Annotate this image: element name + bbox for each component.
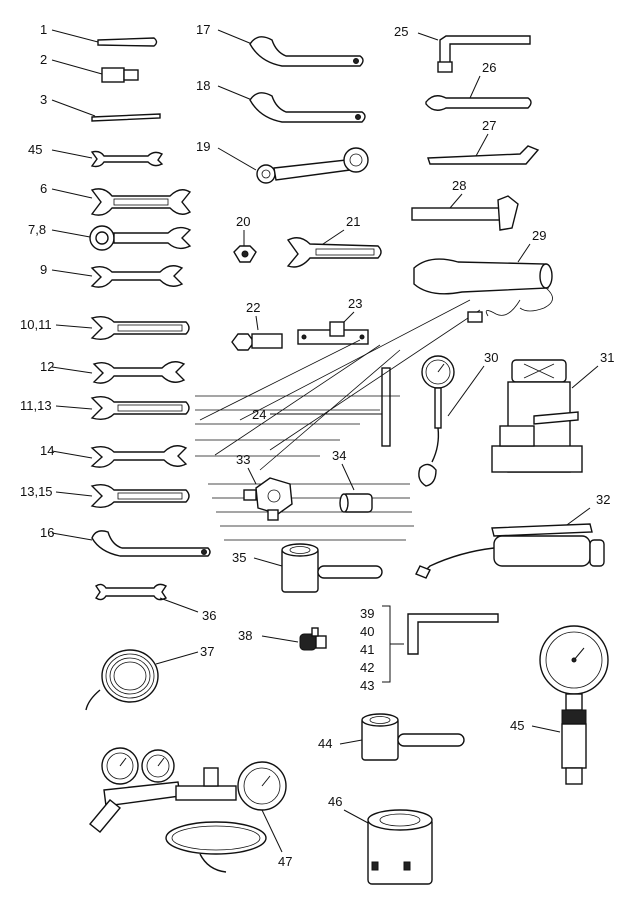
label-21: 21 <box>346 214 360 229</box>
part-31-jack: 31 <box>491 350 614 473</box>
label-31: 31 <box>600 350 614 365</box>
label-7-8: 7,8 <box>28 222 46 237</box>
part-4-5-wrench: 45 <box>28 142 164 168</box>
label-36: 36 <box>202 608 216 623</box>
part-33-fitting: 33 <box>236 452 293 521</box>
part-1-drift: 1 <box>40 22 158 47</box>
label-4-5: 45 <box>28 142 42 157</box>
label-3: 3 <box>40 92 47 107</box>
part-3-blade: 3 <box>40 92 161 122</box>
label-25: 25 <box>394 24 408 39</box>
label-13-15: 13,15 <box>20 484 53 499</box>
part-37-hose-coil: 37 <box>85 644 214 711</box>
label-34: 34 <box>332 448 346 463</box>
part-19-ring-wrench: 19 <box>196 139 369 184</box>
label-2: 2 <box>40 52 47 67</box>
label-39: 39 <box>360 606 374 621</box>
label-27: 27 <box>482 118 496 133</box>
label-33: 33 <box>236 452 250 467</box>
part-47-regulator-set: 47 <box>89 747 292 873</box>
label-19: 19 <box>196 139 210 154</box>
part-36-wrench: 36 <box>95 583 216 623</box>
label-44: 44 <box>318 736 332 751</box>
part-24-t-wrench: 24 <box>252 367 391 447</box>
label-28: 28 <box>452 178 466 193</box>
label-14: 14 <box>40 443 54 458</box>
part-26-spanner: 26 <box>425 60 532 111</box>
label-20: 20 <box>236 214 250 229</box>
label-1: 1 <box>40 22 47 37</box>
part-38-nipple: 38 <box>238 627 327 651</box>
label-9: 9 <box>40 262 47 277</box>
part-32-grease-gun: 32 <box>415 492 610 579</box>
label-17: 17 <box>196 22 210 37</box>
part-2-bolt: 2 <box>40 52 139 83</box>
label-24: 24 <box>252 407 266 422</box>
part-10-11-wrench: 10,11 <box>20 315 190 341</box>
part-35-socket: 35 <box>232 543 383 593</box>
label-45: 45 <box>510 718 524 733</box>
part-39-43-hex-key: 39 40 41 42 43 <box>360 605 499 693</box>
label-37: 37 <box>200 644 214 659</box>
part-6-wrench: 6 <box>40 181 192 216</box>
label-42: 42 <box>360 660 374 675</box>
part-9-wrench: 9 <box>40 262 184 288</box>
part-21-wrench: 21 <box>286 214 382 268</box>
part-20-nut: 20 <box>233 214 257 263</box>
part-16-hook-spanner: 16 <box>40 525 211 557</box>
label-18: 18 <box>196 78 210 93</box>
label-16: 16 <box>40 525 54 540</box>
label-12: 12 <box>40 359 54 374</box>
part-28-hammer: 28 <box>411 178 519 231</box>
label-23: 23 <box>348 296 362 311</box>
label-11-13: 11,13 <box>20 398 52 413</box>
label-40: 40 <box>360 624 374 639</box>
part-7-8-wrench: 7,8 <box>28 222 192 251</box>
part-11-13-wrench: 11,13 <box>20 395 190 421</box>
part-22-tool: 22 <box>231 300 283 351</box>
label-43: 43 <box>360 678 374 693</box>
label-30: 30 <box>484 350 498 365</box>
part-13-15-wrench: 13,15 <box>20 483 190 509</box>
label-47: 47 <box>278 854 292 869</box>
part-34-sleeve: 34 <box>332 448 373 513</box>
part-45-gauge: 45 <box>510 625 609 785</box>
label-26: 26 <box>482 60 496 75</box>
ghost-stripes <box>195 299 481 541</box>
part-12-wrench: 12 <box>40 359 186 384</box>
part-29-nozzle: 29 <box>413 228 553 323</box>
label-32: 32 <box>596 492 610 507</box>
label-6: 6 <box>40 181 47 196</box>
part-23-tool: 23 <box>297 296 369 345</box>
part-44-socket: 44 <box>318 713 465 761</box>
label-46: 46 <box>328 794 342 809</box>
label-35: 35 <box>232 550 246 565</box>
label-29: 29 <box>532 228 546 243</box>
label-22: 22 <box>246 300 260 315</box>
part-14-wrench: 14 <box>40 443 188 468</box>
label-10-11: 10,11 <box>20 317 52 332</box>
label-41: 41 <box>360 642 374 657</box>
label-38: 38 <box>238 628 252 643</box>
part-18-hook-spanner: 18 <box>196 78 366 123</box>
part-17-hook-spanner: 17 <box>196 22 364 67</box>
part-46-socket: 46 <box>328 794 433 885</box>
part-25-l-key: 25 <box>394 24 531 73</box>
part-30-gauge: 30 <box>418 350 498 487</box>
part-27-pry: 27 <box>427 118 540 165</box>
